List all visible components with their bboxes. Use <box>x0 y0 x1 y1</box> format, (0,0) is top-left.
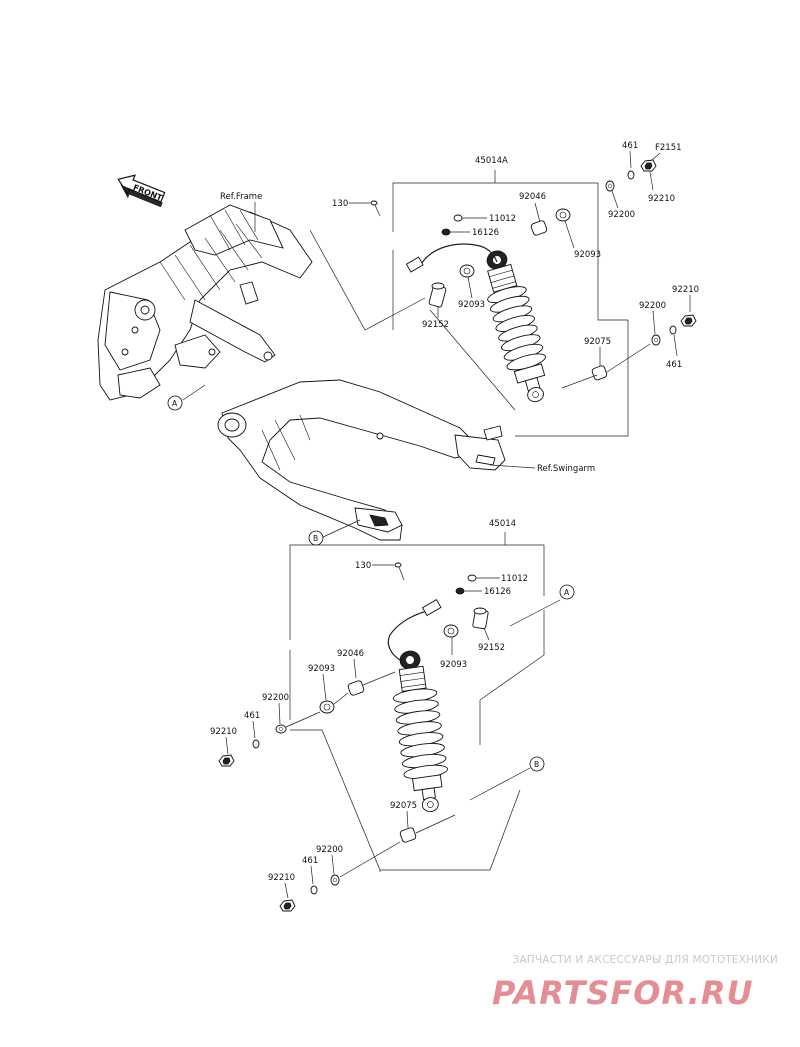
lower-92200-a-label: 92200 <box>262 693 289 703</box>
upper-washer-92200-b <box>651 334 661 346</box>
upper-16126-label: 16126 <box>472 228 499 238</box>
lower-nut-cap-11012 <box>467 574 477 582</box>
lower-shock-absorber <box>392 650 448 813</box>
upper-92046-label: 92046 <box>519 192 546 202</box>
upper-sleeve-92152 <box>428 282 447 308</box>
watermark-logo: PARTSFOR.RU <box>492 974 753 1012</box>
lower-92210-a-label: 92210 <box>210 727 237 737</box>
lower-collar-92093-a <box>319 700 335 714</box>
lower-92152-label: 92152 <box>478 643 505 653</box>
lower-pin-461-b <box>310 885 318 895</box>
upper-bush-92046 <box>530 220 548 236</box>
upper-bolt-130 <box>370 200 381 217</box>
svg-text:B: B <box>534 760 539 769</box>
upper-collar-92093-b <box>459 264 475 278</box>
svg-text:A: A <box>172 399 178 408</box>
upper-nut-92210-a <box>640 159 657 172</box>
lower-washer-92200-b <box>330 874 340 886</box>
svg-text:A: A <box>564 588 570 597</box>
upper-92075-label: 92075 <box>584 337 611 347</box>
upper-spacer-16126 <box>441 228 451 236</box>
upper-bush-92075 <box>591 365 608 381</box>
lower-92200-b-label: 92200 <box>316 845 343 855</box>
upper-shock-group: 45014A <box>309 141 699 437</box>
svg-text:B: B <box>313 534 318 543</box>
upper-461-a-label: 461 <box>622 141 638 151</box>
frame-drawing <box>97 204 313 401</box>
lower-nut-92210-a <box>218 754 235 767</box>
lower-bush-92075 <box>399 827 417 843</box>
lower-92046-label: 92046 <box>337 649 364 659</box>
lower-assembly-label: 45014 <box>489 519 516 529</box>
upper-nut-92210-b <box>680 314 697 327</box>
upper-92093-a-label: 92093 <box>574 250 601 260</box>
lower-92210-b-label: 92210 <box>268 873 295 883</box>
upper-92210-b-label: 92210 <box>672 285 699 295</box>
callout-b-swingarm: B <box>308 519 361 546</box>
lower-bolt-label: 130 <box>355 561 371 571</box>
lower-spacer-16126 <box>455 587 465 595</box>
lower-pin-461-a <box>252 739 260 749</box>
lower-461-a-label: 461 <box>244 711 260 721</box>
upper-f2151-label: F2151 <box>655 143 682 153</box>
lower-bush-92046 <box>347 680 365 696</box>
upper-assembly-label: 45014A <box>475 156 508 166</box>
lower-shock-group: 45014 130 <box>210 519 575 912</box>
watermark: ЗАПЧАСТИ И АКСЕССУАРЫ ДЛЯ МОТОТЕХНИКИ PA… <box>470 950 800 1047</box>
upper-92210-a-label: 92210 <box>648 194 675 204</box>
lower-11012-label: 11012 <box>501 574 528 584</box>
upper-pin-461-b <box>669 325 677 335</box>
upper-washer-92200-a <box>605 180 615 192</box>
front-arrow-icon: FRONT <box>117 174 166 208</box>
upper-nut-cap-11012 <box>453 214 463 222</box>
lower-sleeve-92152 <box>472 607 489 630</box>
callout-a-lower: A <box>559 584 575 600</box>
upper-92152-label: 92152 <box>422 320 449 330</box>
upper-bolt-label: 130 <box>332 199 348 209</box>
upper-pin-461-a <box>627 170 635 180</box>
upper-92200-b-label: 92200 <box>639 301 666 311</box>
lower-collar-92093-b <box>443 624 459 638</box>
ref-frame-label: Ref.Frame <box>220 192 262 202</box>
lower-washer-92200-a <box>275 724 287 734</box>
swingarm-drawing <box>217 379 506 541</box>
lower-92075-label: 92075 <box>390 801 417 811</box>
watermark-brand: PARTSFOR.RU <box>492 974 753 1012</box>
upper-collar-92093-a <box>555 208 571 222</box>
lower-16126-label: 16126 <box>484 587 511 597</box>
upper-461-b-label: 461 <box>666 360 682 370</box>
lower-92093-b-label: 92093 <box>440 660 467 670</box>
lower-461-b-label: 461 <box>302 856 318 866</box>
watermark-tagline: ЗАПЧАСТИ И АКСЕССУАРЫ ДЛЯ МОТОТЕХНИКИ <box>512 954 778 966</box>
upper-92093-b-label: 92093 <box>458 300 485 310</box>
upper-shock-absorber <box>486 250 546 403</box>
lower-bolt-130 <box>394 562 405 581</box>
callout-a-frame: A <box>167 384 206 411</box>
callout-b-lower: B <box>529 756 545 772</box>
lower-92093-a-label: 92093 <box>308 664 335 674</box>
upper-11012-label: 11012 <box>489 214 516 224</box>
upper-92200-a-label: 92200 <box>608 210 635 220</box>
lower-nut-92210-b <box>279 899 296 912</box>
ref-swingarm-label: Ref.Swingarm <box>537 464 595 474</box>
